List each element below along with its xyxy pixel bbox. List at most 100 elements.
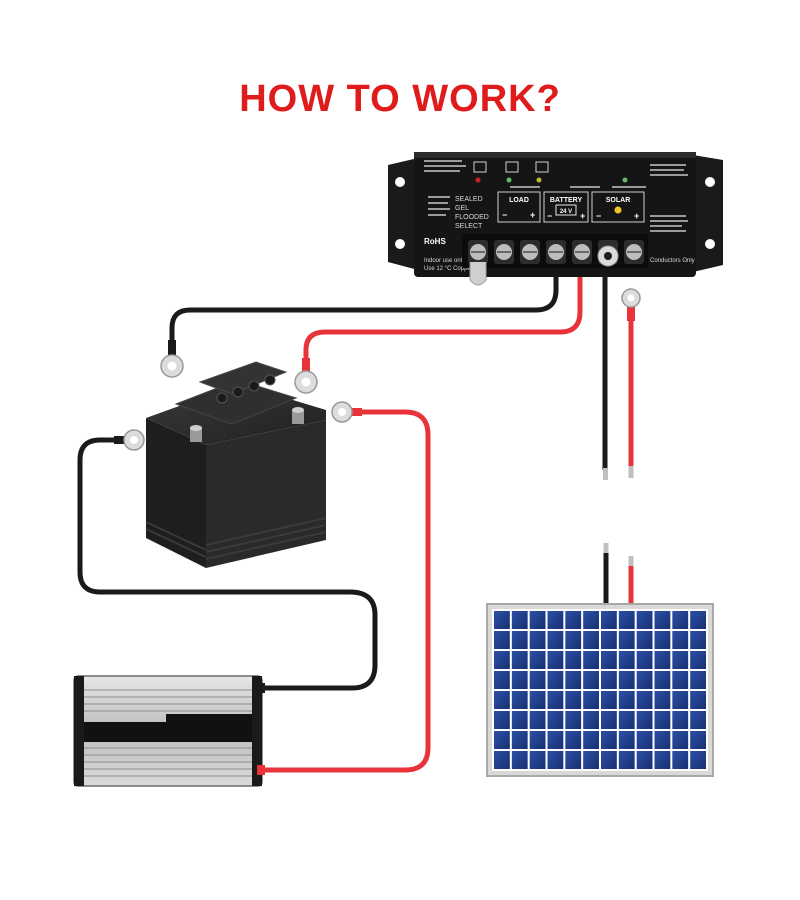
solar-cell — [565, 651, 582, 669]
terminal-screw — [597, 240, 619, 267]
load-label: LOAD — [509, 197, 529, 204]
battery-terminal-positive — [292, 407, 304, 424]
solar-cell — [494, 671, 510, 689]
solar-cell — [636, 691, 653, 709]
solar-cell — [690, 671, 706, 689]
solar-cell — [636, 631, 653, 649]
solar-cell — [529, 731, 546, 749]
solar-cell — [565, 711, 582, 729]
solar-cell — [565, 691, 582, 709]
solar-cell — [672, 611, 689, 629]
svg-text:−: − — [502, 210, 507, 220]
mount-hole — [705, 177, 715, 187]
panel-wire-end-red — [628, 556, 634, 566]
wire-controller-battery-positive — [303, 259, 583, 375]
solar-cell — [547, 731, 564, 749]
solar-cell — [690, 751, 706, 769]
conductors-text: Conductors Only — [650, 258, 695, 264]
solar-cell — [511, 751, 528, 769]
solar-cell — [654, 691, 671, 709]
mount-hole — [705, 239, 715, 249]
rohs-mark: RoHS — [424, 237, 446, 246]
solar-cell — [529, 611, 546, 629]
solar-cell — [547, 711, 564, 729]
inverter — [73, 675, 265, 787]
solar-cell — [618, 751, 635, 769]
solar-cell — [547, 671, 564, 689]
solar-cell — [601, 631, 617, 649]
ring-terminal-red-2 — [331, 401, 362, 423]
solar-cell — [672, 711, 689, 729]
inverter-terminal-positive — [257, 765, 265, 775]
solar-cell — [583, 731, 599, 749]
terminal-block — [462, 234, 648, 286]
solar-cell — [529, 691, 546, 709]
svg-text:+: + — [634, 211, 639, 221]
solar-cell — [583, 711, 599, 729]
solar-cell — [654, 731, 671, 749]
wire-end-black — [603, 468, 608, 480]
solar-cell — [511, 731, 528, 749]
solar-cell — [618, 691, 635, 709]
wire-controller-battery-negative — [169, 259, 559, 355]
mode-notes: SEALED GEL FLOODED SELECT — [428, 196, 489, 230]
solar-cell — [654, 631, 671, 649]
status-icons — [473, 161, 628, 183]
note-gel: GEL — [455, 205, 469, 212]
solar-cell — [583, 651, 599, 669]
terminal-screw — [546, 240, 566, 264]
ring-terminal-black-1 — [160, 340, 184, 378]
solar-cell — [494, 691, 510, 709]
battery-terminal-negative — [190, 425, 202, 442]
battery — [145, 361, 327, 568]
terminal-screw — [572, 240, 592, 264]
solar-cell — [672, 651, 689, 669]
indoor-text: Indoor use only — [424, 258, 465, 264]
solar-cell — [672, 691, 689, 709]
ring-terminal-red-1 — [294, 358, 318, 394]
solar-cell — [529, 751, 546, 769]
solar-cell — [565, 631, 582, 649]
solar-cell — [583, 671, 599, 689]
solar-cell — [654, 671, 671, 689]
solar-cell — [654, 611, 671, 629]
solar-cells — [494, 611, 706, 769]
solar-cell — [583, 631, 599, 649]
battery-label: BATTERY — [550, 197, 583, 204]
solar-cell — [547, 751, 564, 769]
solar-cell — [672, 671, 689, 689]
solar-cell — [636, 651, 653, 669]
solar-cell — [690, 731, 706, 749]
section-solar: SOLAR − + — [591, 191, 645, 223]
fine-print — [424, 160, 688, 232]
terminal-screw — [494, 240, 514, 264]
solar-cell — [547, 691, 564, 709]
terminal-screw — [468, 240, 488, 264]
svg-text:+: + — [530, 210, 535, 220]
solar-cell — [529, 631, 546, 649]
solar-cell — [601, 731, 617, 749]
solar-cell — [672, 751, 689, 769]
solar-cell — [654, 651, 671, 669]
svg-text:−: − — [596, 211, 601, 221]
ring-terminal-red-solar — [621, 288, 641, 321]
solar-cell — [618, 671, 635, 689]
solar-cell — [601, 651, 617, 669]
solar-cell — [494, 611, 510, 629]
solar-cell — [636, 751, 653, 769]
solar-cell — [511, 611, 528, 629]
solar-cell — [690, 651, 706, 669]
solar-cell — [601, 611, 617, 629]
solar-cell — [547, 611, 564, 629]
solar-cell — [565, 731, 582, 749]
diagram-title: HOW TO WORK? — [239, 78, 561, 120]
solar-cell — [618, 651, 635, 669]
solar-panel — [486, 603, 714, 777]
solar-cell — [654, 751, 671, 769]
solar-cell — [601, 671, 617, 689]
solar-cell — [690, 691, 706, 709]
wire-battery-inverter-negative — [77, 437, 378, 691]
solar-cell — [494, 631, 510, 649]
solar-cell — [672, 631, 689, 649]
